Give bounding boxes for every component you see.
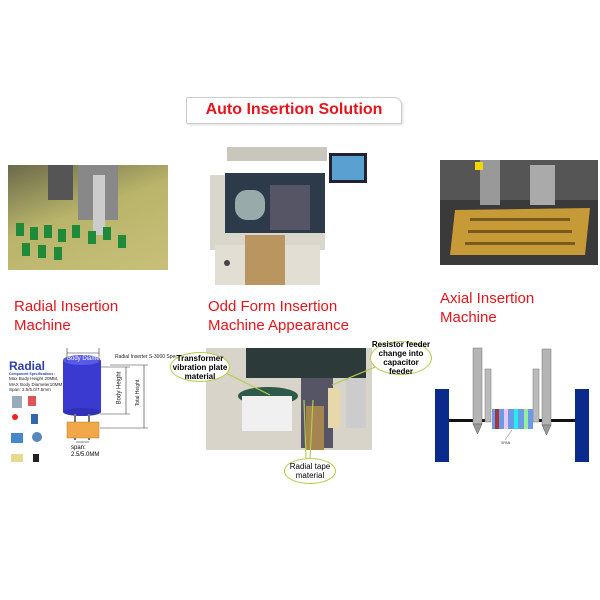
label-line: Machine [440,309,497,326]
transformer-callout: Transformer vibration plate material [170,352,230,382]
inserter-spec-label: Radial Inserter S-3000 Spec: [115,354,180,360]
total-height-label: Total Height [135,379,142,407]
axial-machine-photo [440,160,598,265]
span-label: span: [71,445,86,451]
radial-section-label: Radial Insertion Machine [14,297,118,335]
span-tag: SPAN [501,441,511,445]
axial-section-label: Axial Insertion Machine [440,289,534,327]
body-height-label: Body Height [116,371,123,405]
title-banner: Auto Insertion Solution [186,97,402,124]
right-clamp [575,389,589,462]
spec-heading: Component Specifications : [9,372,56,376]
axial-diagram: SPAN [435,347,589,462]
radial-machine-photo [8,165,168,270]
capacitor-drawing [11,348,148,462]
odd-form-machine-photo [205,145,372,290]
body-diameter-label: Body Diameter [67,356,107,362]
odd-form-section-label: Odd Form Insertion Machine Appearance [208,297,349,335]
label-line: Machine Appearance [208,317,349,334]
spec-line: Span: 2.5/5.0/7.5mm [9,387,51,392]
machine-illustration [210,147,367,285]
label-line: Radial Insertion [14,298,119,315]
radial-tape-callout: Radial tape material [284,458,336,484]
left-clamp [435,389,449,462]
feeder-illustration [238,348,366,450]
resistor [492,409,533,429]
label-line: Odd Form Insertion [208,298,338,315]
label-line: Machine [14,317,71,334]
radial-heading: Radial [9,359,46,373]
spec-line: MAX Body Diameter10MM [9,381,63,387]
feeder-detail-photo [206,348,372,450]
resistor-feeder-callout: Resistor feeder change into capacitor fe… [370,340,432,376]
component-icons [11,396,42,462]
span-value: 2.5/5.0MM [71,452,100,458]
radial-diagram: Radial Component Specifications : Max Bo… [0,340,200,490]
spec-line: Max Body Height 20MM, [9,376,59,381]
axial-photo-illustration [440,160,598,255]
page-title: Auto Insertion Solution [205,101,383,118]
spec-lines: Max Body Height 20MM, MAX Body Diameter1… [9,376,62,393]
radial-photo-illustration [16,165,126,260]
label-line: Axial Insertion [440,290,535,307]
